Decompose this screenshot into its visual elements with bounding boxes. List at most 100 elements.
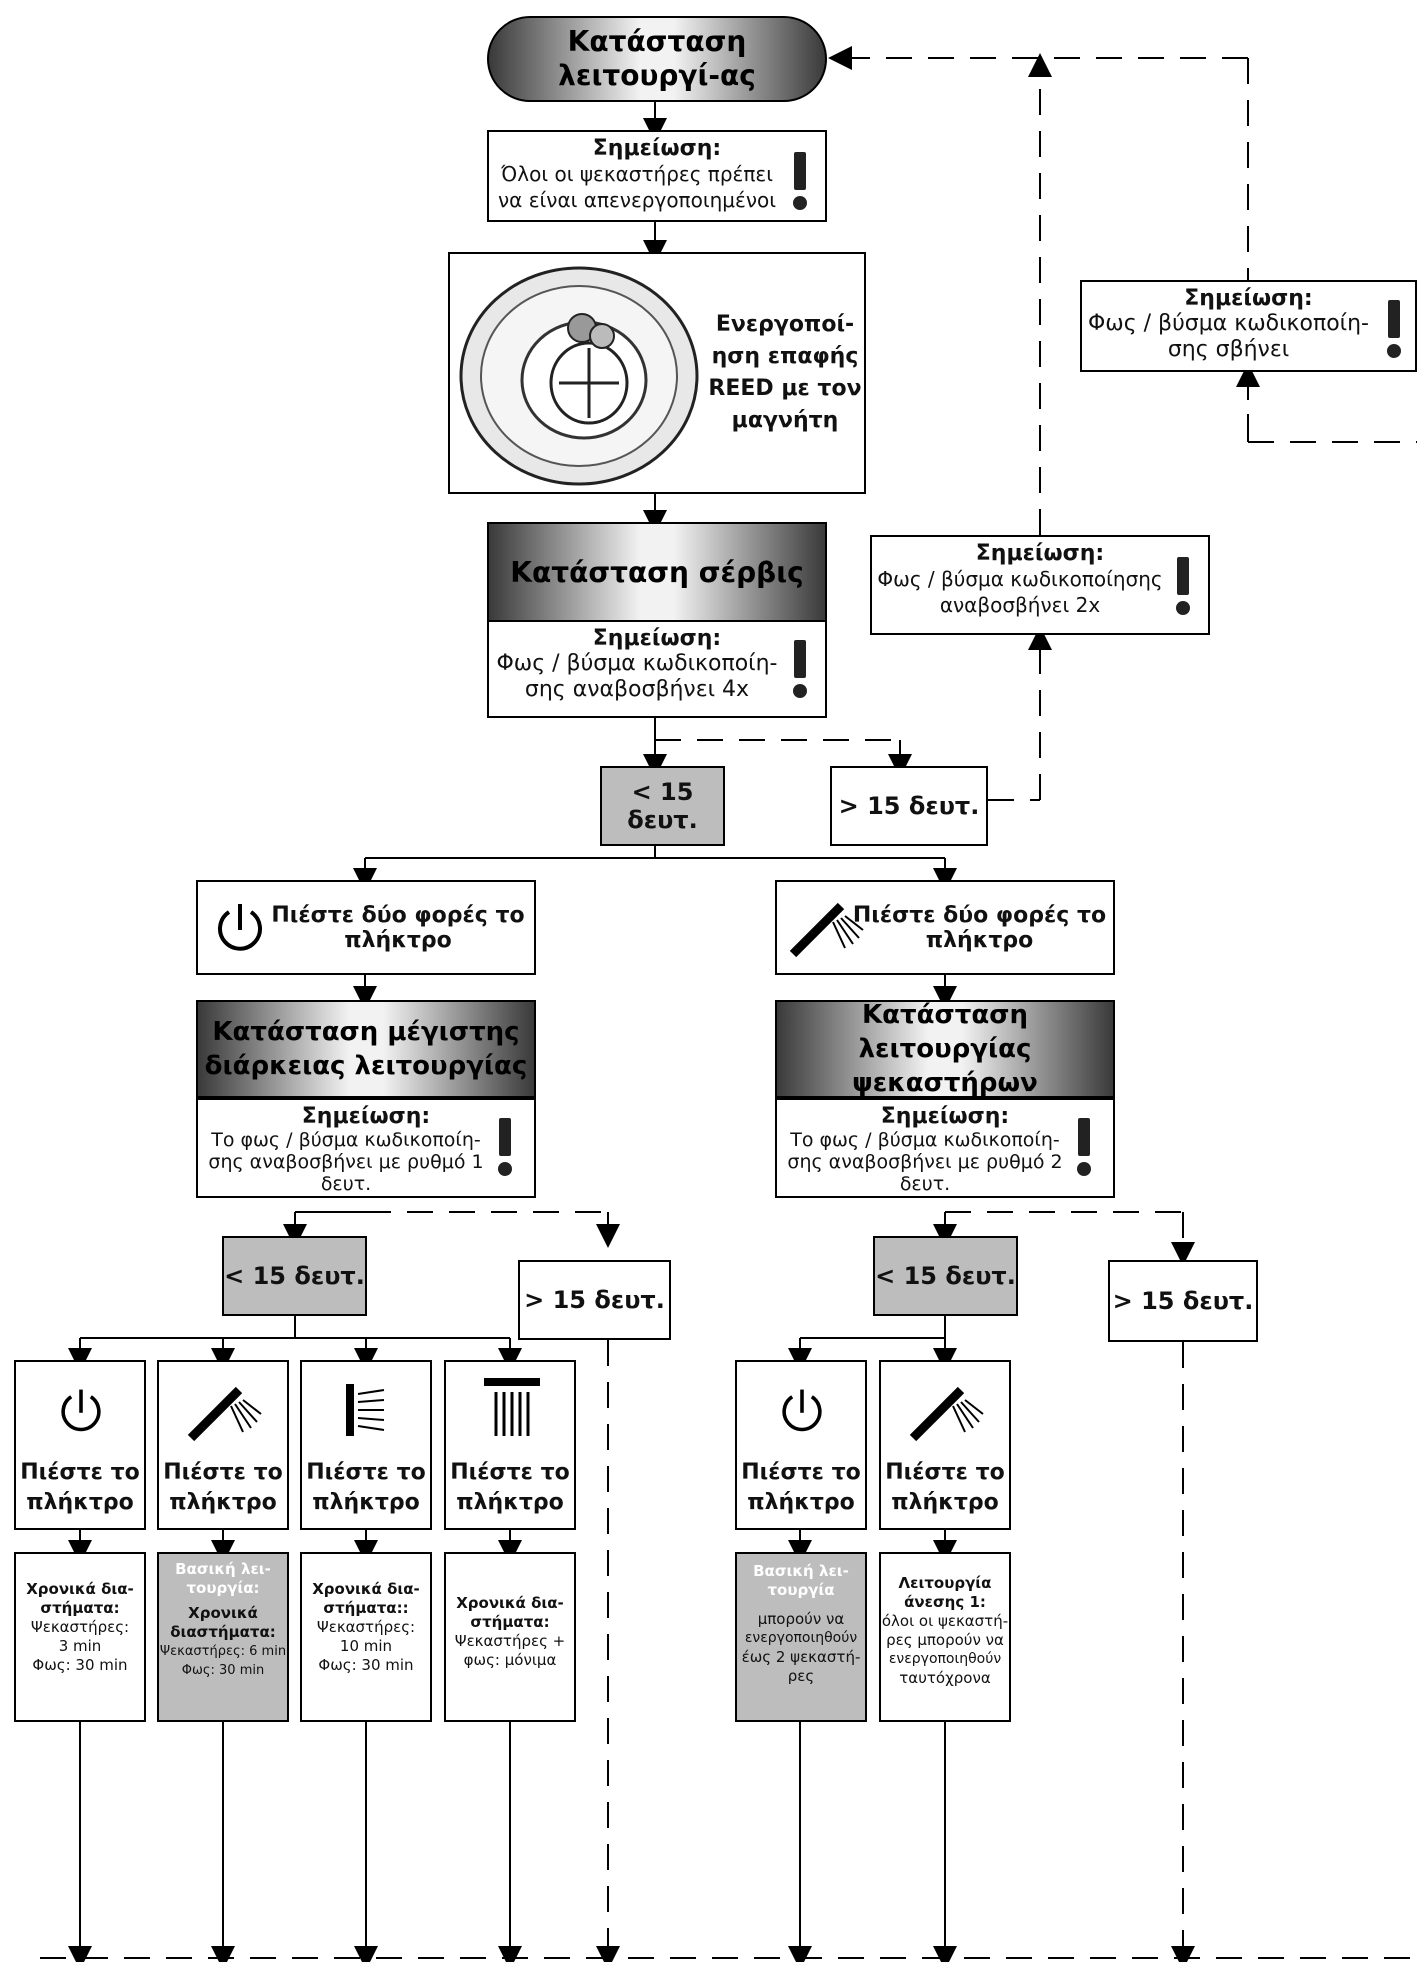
result-box-6: Λειτουργία άνεσης 1: όλοι οι ψεκαστή- ρε… bbox=[879, 1552, 1011, 1722]
note-light-off: Σημείωση: Φως / βύσμα κωδικοποίη- σης σβ… bbox=[1080, 280, 1417, 372]
exclamation-icon bbox=[1176, 557, 1190, 615]
lt15-label: < 15 δευτ. bbox=[224, 1262, 365, 1290]
exclamation-icon bbox=[793, 640, 807, 698]
result-line: 3 min bbox=[58, 1637, 102, 1655]
press-twice-text: Πιέστε δύο φορές το bbox=[271, 902, 525, 928]
result-line: Φως: 30 min bbox=[181, 1663, 265, 1678]
result-title: Χρονικά δια- bbox=[456, 1594, 564, 1612]
note-text: σης αναβοσβήνει με ρυθμό 2 bbox=[787, 1151, 1063, 1173]
press-twice-text: πλήκτρο bbox=[925, 927, 1034, 953]
press-hand-shower-button-right: Πιέστε το πλήκτρο bbox=[879, 1360, 1011, 1530]
note-text: αναβοσβήνει 2x bbox=[939, 593, 1101, 617]
note-all-showers-off: Σημείωση: Όλοι οι ψεκαστήρες πρέπει να ε… bbox=[487, 130, 827, 222]
press-text: πλήκτρο bbox=[747, 1490, 855, 1515]
result-title: Χρονικά bbox=[188, 1604, 258, 1622]
note-text: σης αναβοσβήνει 4x bbox=[524, 677, 750, 702]
note-text: δευτ. bbox=[320, 1173, 372, 1195]
result-title: στήματα:: bbox=[323, 1599, 409, 1617]
result-line: ταυτόχρονα bbox=[899, 1669, 991, 1687]
mode-title: Κατάσταση λειτουργίας bbox=[858, 1000, 1032, 1064]
mode-title: Κατάσταση μέγιστης bbox=[212, 1017, 520, 1047]
lt15-label: < 15 δευτ. bbox=[875, 1262, 1016, 1290]
result-box-5: Βασική λει- τουργία μπορούν να ενεργοποι… bbox=[735, 1552, 867, 1722]
result-title: άνεσης 1: bbox=[904, 1593, 986, 1611]
mode-title: ψεκαστήρων bbox=[852, 1068, 1038, 1098]
side-shower-icon bbox=[346, 1384, 385, 1436]
press-side-shower-button: Πιέστε το πλήκτρο bbox=[300, 1360, 432, 1530]
gt15-label: > 15 δευτ. bbox=[524, 1286, 665, 1314]
result-title: Λειτουργία bbox=[898, 1574, 992, 1592]
press-text: Πιέστε το bbox=[306, 1460, 426, 1485]
gt15-box-left: > 15 δευτ. bbox=[518, 1260, 671, 1340]
start-title: Κατάσταση λειτουργί-ας bbox=[558, 25, 756, 92]
note-text: σης σβήνει bbox=[1167, 337, 1290, 362]
service-title: Κατάσταση σέρβις bbox=[510, 555, 804, 589]
press-twice-text: Πιέστε δύο φορές το bbox=[852, 902, 1107, 928]
hand-shower-icon bbox=[789, 902, 864, 958]
hand-shower-icon bbox=[187, 1386, 262, 1442]
result-line: Ψεκαστήρες + bbox=[454, 1632, 566, 1650]
note-text: Φως / βύσμα κωδικοποίη- bbox=[1087, 311, 1369, 336]
operating-mode-start: Κατάσταση λειτουργί-ας bbox=[487, 16, 827, 102]
result-line: Φως: 30 min bbox=[318, 1656, 414, 1674]
note-title: Σημείωση: bbox=[975, 541, 1105, 566]
exclamation-icon bbox=[1387, 300, 1401, 358]
result-title: Χρονικά δια- bbox=[26, 1580, 134, 1598]
note-text: δευτ. bbox=[899, 1173, 951, 1195]
exclamation-icon bbox=[793, 152, 807, 210]
reed-contact-step: Ενεργοποί- ηση επαφής REED με τον μαγνήτ… bbox=[448, 252, 866, 494]
press-text: Πιέστε το bbox=[20, 1460, 140, 1485]
reed-line: μαγνήτη bbox=[731, 408, 839, 433]
result-box-2: Βασική λει- τουργία: Χρονικά διαστήματα:… bbox=[157, 1552, 289, 1722]
result-title: στήματα: bbox=[40, 1599, 120, 1617]
press-text: πλήκτρο bbox=[312, 1490, 420, 1515]
gt15-label: > 15 δευτ. bbox=[1112, 1287, 1254, 1315]
press-hand-shower-button-left: Πιέστε το πλήκτρο bbox=[157, 1360, 289, 1530]
result-line: Ψεκαστήρες: bbox=[316, 1618, 416, 1636]
result-line: ενεργοποιηθούν bbox=[744, 1630, 858, 1646]
note-light-blinks-2x: Σημείωση: Φως / βύσμα κωδικοποίησης αναβ… bbox=[870, 535, 1210, 635]
note-text: Όλοι οι ψεκαστήρες πρέπει bbox=[501, 162, 773, 186]
lt15-box-right: < 15 δευτ. bbox=[873, 1236, 1018, 1316]
result-highlight: τουργία bbox=[767, 1581, 835, 1599]
press-text: Πιέστε το bbox=[741, 1460, 861, 1485]
mode-title: διάρκειας λειτουργίας bbox=[204, 1051, 528, 1081]
press-twice-text: πλήκτρο bbox=[344, 927, 452, 953]
overhead-shower-icon bbox=[484, 1378, 540, 1436]
note-title: Σημείωση: bbox=[1184, 286, 1313, 311]
note-text: σης αναβοσβήνει με ρυθμό 1 bbox=[208, 1151, 484, 1173]
result-box-3: Χρονικά δια- στήματα:: Ψεκαστήρες: 10 mi… bbox=[300, 1552, 432, 1722]
press-twice-power-button: Πιέστε δύο φορές το πλήκτρο bbox=[196, 880, 536, 975]
shower-mode-note: Σημείωση: Το φως / βύσμα κωδικοποίη- σης… bbox=[775, 1098, 1115, 1198]
gt15-box-top: > 15 δευτ. bbox=[830, 766, 988, 846]
shower-mode-header: Κατάσταση λειτουργίας ψεκαστήρων bbox=[775, 1000, 1115, 1098]
result-line: Ψεκαστήρες: 6 min bbox=[159, 1644, 287, 1659]
reed-line: ηση επαφής bbox=[711, 344, 859, 369]
gt15-label: > 15 δευτ. bbox=[838, 792, 980, 820]
result-box-4: Χρονικά δια- στήματα: Ψεκαστήρες + φως: … bbox=[444, 1552, 576, 1722]
result-title: Χρονικά δια- bbox=[312, 1580, 420, 1598]
result-line: Ψεκαστήρες: bbox=[30, 1618, 130, 1636]
result-highlight: τουργία: bbox=[186, 1579, 260, 1597]
press-power-button-right: Πιέστε το πλήκτρο bbox=[735, 1360, 867, 1530]
press-text: Πιέστε το bbox=[163, 1460, 283, 1485]
result-line: ρες μπορούν να bbox=[886, 1631, 1004, 1649]
press-power-button-left: Πιέστε το πλήκτρο bbox=[14, 1360, 146, 1530]
reed-caption: Ενεργοποί- ηση επαφής REED με τον μαγνήτ… bbox=[700, 309, 870, 437]
result-line: Φως: 30 min bbox=[32, 1656, 128, 1674]
max-duration-note: Σημείωση: Το φως / βύσμα κωδικοποίη- σης… bbox=[196, 1098, 536, 1198]
result-box-1: Χρονικά δια- στήματα: Ψεκαστήρες: 3 min … bbox=[14, 1552, 146, 1722]
power-icon bbox=[218, 904, 262, 951]
result-line: φως: μόνιμα bbox=[463, 1651, 557, 1669]
note-title: Σημείωση: bbox=[592, 136, 722, 161]
note-text: Φως / βύσμα κωδικοποίησης bbox=[877, 567, 1163, 591]
result-line: έως 2 ψεκαστή- bbox=[741, 1648, 861, 1666]
press-text: πλήκτρο bbox=[169, 1490, 277, 1515]
result-line: ρες bbox=[787, 1667, 815, 1685]
power-icon bbox=[61, 1389, 101, 1432]
max-duration-mode-header: Κατάσταση μέγιστης διάρκειας λειτουργίας bbox=[196, 1000, 536, 1098]
note-title: Σημείωση: bbox=[880, 1104, 1010, 1129]
press-text: πλήκτρο bbox=[891, 1490, 999, 1515]
exclamation-icon bbox=[498, 1118, 512, 1176]
reed-line: REED με τον bbox=[708, 376, 862, 401]
